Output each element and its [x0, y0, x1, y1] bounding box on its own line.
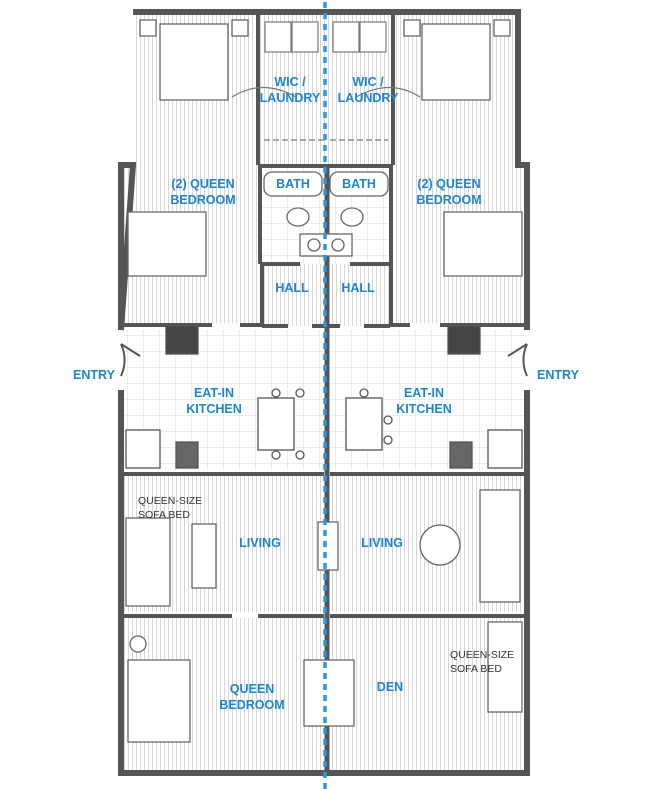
wall-bedroom-right-bottom — [389, 264, 524, 327]
nightstand-2 — [231, 19, 249, 37]
entry-door-right — [507, 343, 528, 377]
interior-walls — [124, 14, 524, 773]
stove-right — [449, 441, 473, 469]
label-bedroom-left-line2: BEDROOM — [170, 193, 236, 207]
toilet-right — [340, 207, 364, 227]
closet-shelving — [231, 21, 421, 141]
tv-console — [317, 521, 339, 571]
table-left — [257, 397, 295, 451]
counter-right — [487, 429, 523, 469]
tub-right — [329, 171, 389, 197]
chair-r1-icon — [359, 388, 369, 398]
label-wic-left: WIC / LAUNDRY — [240, 74, 340, 106]
bed-right-top — [421, 23, 491, 101]
label-bedroom-left: (2) QUEEN BEDROOM — [148, 176, 258, 208]
entry-door-left — [120, 343, 141, 377]
label-kitchen-left: EAT-IN KITCHEN — [164, 385, 264, 417]
label-kitchen-right-line1: EAT-IN — [403, 386, 445, 400]
label-wic-left-line1: WIC / — [274, 75, 306, 89]
chair-l2-icon — [295, 388, 305, 398]
note-sofa-bed-left-line2: SOFA BED — [138, 509, 190, 521]
label-wic-right-line1: WIC / — [352, 75, 384, 89]
label-bedroom-left-line1: (2) QUEEN — [171, 177, 235, 191]
label-entry-left: ENTRY — [73, 368, 115, 382]
bed-left-top — [159, 23, 229, 101]
label-wic-right-line2: LAUNDRY — [337, 91, 399, 105]
label-kitchen-right-line2: KITCHEN — [396, 402, 452, 416]
nightstand-4 — [493, 19, 511, 37]
label-entry-right: ENTRY — [537, 368, 579, 382]
label-living-left: LIVING — [239, 536, 281, 550]
sofa-right — [479, 489, 521, 603]
label-hall-right: HALL — [341, 281, 375, 295]
sofa-bed-left — [125, 517, 171, 607]
chair-l4-icon — [295, 450, 305, 460]
bath-fixtures — [263, 171, 389, 257]
stove-left — [175, 441, 199, 469]
bed-queen — [127, 659, 191, 743]
kitchen-furniture — [125, 325, 523, 469]
chair-r2-icon — [383, 415, 393, 425]
note-sofa-bed-right-line2: SOFA BED — [450, 663, 502, 675]
label-living-right: LIVING — [361, 536, 403, 550]
table-right — [345, 397, 383, 451]
label-kitchen-left-line2: KITCHEN — [186, 402, 242, 416]
fridge-left — [165, 325, 199, 355]
label-bath-left: BATH — [276, 177, 310, 191]
label-queen-bedroom-line1: QUEEN — [229, 682, 275, 696]
bed-right-bottom — [443, 211, 523, 277]
label-bath-right: BATH — [342, 177, 376, 191]
closet-door-arc-left — [231, 87, 297, 98]
round-table-icon — [419, 524, 461, 566]
bedroom-furniture — [127, 19, 523, 743]
washer-right-1 — [332, 21, 360, 53]
den-sofa-bed — [487, 621, 523, 713]
label-queen-bedroom-line2: BEDROOM — [219, 698, 285, 712]
nightstand-1 — [139, 19, 157, 37]
sink-right-icon — [331, 238, 345, 252]
chair-r3-icon — [383, 435, 393, 445]
chair-l3-icon — [271, 450, 281, 460]
washer-left-2 — [291, 21, 319, 53]
sink-left-icon — [307, 238, 321, 252]
label-den: DEN — [376, 680, 404, 694]
label-bedroom-right: (2) QUEEN BEDROOM — [394, 176, 504, 208]
note-sofa-bed-right-line1: QUEEN-SIZE — [450, 649, 515, 661]
bed-left-bottom — [127, 211, 207, 277]
living-furniture — [125, 489, 523, 727]
toilet-left — [286, 207, 310, 227]
counter-left — [125, 429, 161, 469]
label-bedroom-right-line2: BEDROOM — [416, 193, 482, 207]
fridge-right — [447, 325, 481, 355]
label-hall-left: HALL — [275, 281, 309, 295]
lamp-table-icon — [129, 635, 147, 653]
closet-door-arc-right — [355, 87, 421, 98]
den-divider-unit — [303, 659, 355, 727]
label-wic-right: WIC / LAUNDRY — [318, 74, 418, 106]
note-sofa-bed-left: QUEEN-SIZE SOFA BED — [138, 494, 202, 522]
label-queen-bedroom: QUEEN BEDROOM — [202, 681, 302, 713]
chair-l1-icon — [271, 388, 281, 398]
label-kitchen-left-line1: EAT-IN — [193, 386, 235, 400]
note-sofa-bed-left-line1: QUEEN-SIZE — [138, 495, 203, 507]
label-kitchen-right: EAT-IN KITCHEN — [374, 385, 474, 417]
coffee-table-left — [191, 523, 217, 589]
entry-openings — [120, 343, 528, 377]
note-sofa-bed-right: QUEEN-SIZE SOFA BED — [450, 648, 514, 676]
washer-left-1 — [264, 21, 292, 53]
label-wic-left-line2: LAUNDRY — [259, 91, 321, 105]
washer-right-2 — [359, 21, 387, 53]
tub-left — [263, 171, 323, 197]
label-bedroom-right-line1: (2) QUEEN — [417, 177, 481, 191]
nightstand-3 — [403, 19, 421, 37]
